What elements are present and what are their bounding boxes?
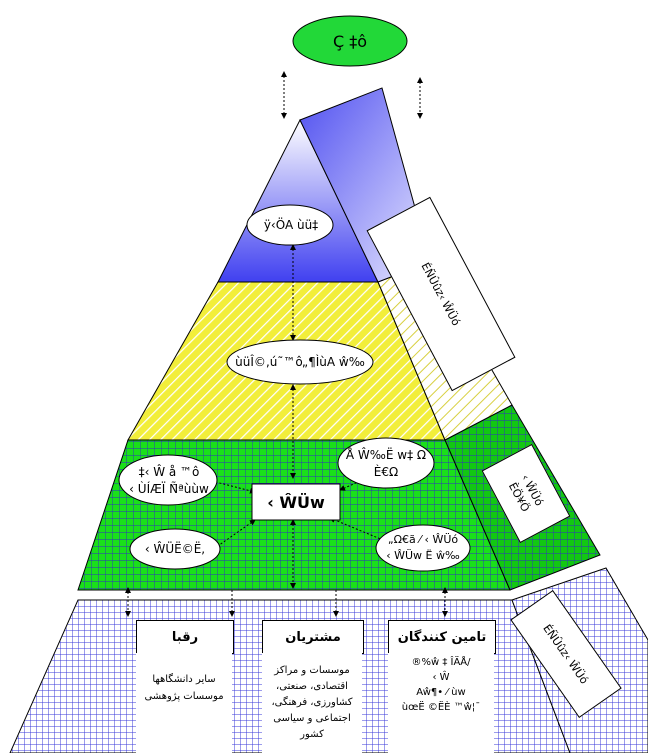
top-ellipse	[292, 15, 408, 67]
green-left-top-line-2: ‹ ÙÍÆÏ Ñ̃ªùùw	[129, 482, 209, 496]
green-left-top-ellipse	[118, 454, 218, 506]
center-box	[251, 483, 341, 521]
suppliers-header: تامین كنندگان	[388, 620, 496, 654]
suppliers-body: ®%ŵ ‡ ÎÄÅ/ ‹ Ŵ Aŵ¶• ⁄ ùw ùœË ©ËÈ ™ŵ¦¯	[388, 653, 494, 753]
suppliers-line-1: ®%ŵ ‡ ÎÄÅ/	[411, 657, 471, 668]
green-right-bottom-line-2: ‹ ŴÜw Ë ŵ‰	[386, 549, 460, 562]
suppliers-line-2: ‹ Ŵ	[432, 672, 450, 683]
green-right-top-line-2: È€Ω	[373, 465, 399, 479]
center-box-label: ‹ ŴÜw	[267, 492, 325, 512]
green-left-bottom-ellipse	[129, 528, 221, 570]
top-ellipse-label: Ç ‡ô	[332, 31, 368, 51]
customers-line-5: كشور	[300, 729, 324, 740]
customers-body: موسسات و مراكز اقتصادی، صنعتی، كشاورزی، …	[262, 653, 362, 753]
yellow-ellipse-label: ùüÎ©‚ú˜™ô„¶ÌùA ŵ‰	[235, 355, 365, 369]
rivals-body: سایر دانشگاهها موسسات پژوهشی	[136, 653, 232, 753]
apex-ellipse	[246, 204, 334, 246]
suppliers-line-4: ùœË ©ËÈ ™ŵ¦¯	[401, 702, 481, 713]
green-right-top-line-1: Å Ŵ‰Ë w‡ Ω	[345, 448, 427, 462]
green-left-top-label: ‡‹ Ŵ å ™ô ‹ ÙÍÆÏ Ñ̃ªùùw	[122, 462, 216, 500]
green-left-bottom-label: ‹ ŴÜË©Ë,	[144, 542, 206, 556]
green-right-top-label: Å Ŵ‰Ë w‡ Ω È€Ω	[340, 445, 432, 483]
rivals-header: رقبا	[136, 620, 234, 654]
connector-arrow	[214, 519, 256, 549]
rivals-line-1: سایر دانشگاهها	[152, 674, 216, 685]
green-right-bottom-line-1: „Ω€ã ⁄ ‹ ŴÜó	[387, 533, 459, 546]
customers-line-1: موسسات و مراكز	[274, 665, 350, 676]
customers-line-3: كشاورزی، فرهنگی،	[271, 697, 353, 708]
rivals-line-2: موسسات پژوهشی	[144, 691, 224, 702]
green-right-bottom-ellipse	[375, 524, 471, 572]
apex-ellipse-label: ÿ‹ÖA ùü‡	[263, 218, 319, 232]
green-right-bottom-label: „Ω€ã ⁄ ‹ ŴÜó ‹ ŴÜw Ë ŵ‰	[378, 530, 468, 566]
customers-line-4: اجتماعی و سیاسی	[273, 713, 351, 724]
customers-header: مشتریان	[262, 620, 364, 654]
yellow-ellipse	[226, 339, 374, 385]
customers-line-2: اقتصادی، صنعتی،	[276, 681, 348, 692]
side-box-top-label: ÉÑÛûz‹ ŴÜó	[418, 260, 464, 328]
green-right-top-ellipse	[337, 437, 435, 489]
green-left-top-line-1: ‡‹ Ŵ å ™ô	[138, 465, 200, 479]
suppliers-line-3: Aŵ¶• ⁄ ùw	[416, 687, 466, 698]
